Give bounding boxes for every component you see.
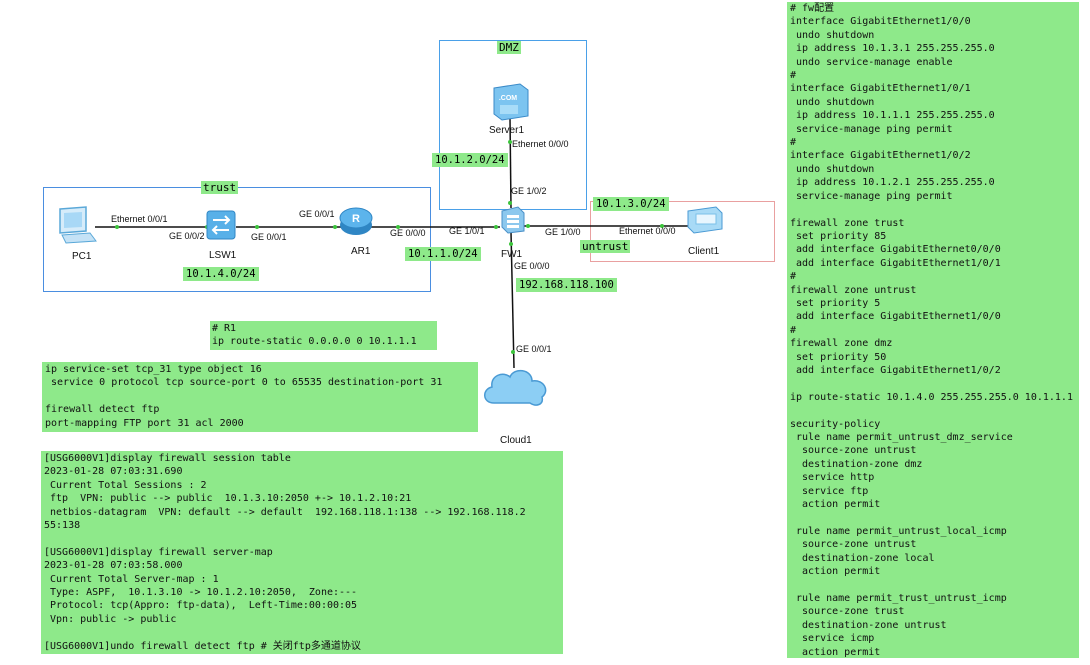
fw1-label: FW1 bbox=[501, 249, 523, 260]
service-config-block: ip service-set tcp_31 type object 16 ser… bbox=[42, 362, 478, 432]
ar1-label: AR1 bbox=[351, 246, 371, 257]
port-label: GE 1/0/2 bbox=[511, 186, 547, 196]
pc1-label: PC1 bbox=[72, 251, 92, 262]
router-icon[interactable]: R bbox=[338, 203, 374, 239]
cloud1-label: Cloud1 bbox=[500, 435, 532, 446]
server-text: .COM bbox=[499, 95, 517, 102]
network-label: 10.1.1.0/24 bbox=[405, 247, 481, 261]
untrust-zone-label: untrust bbox=[580, 240, 631, 253]
port-label: GE 0/0/1 bbox=[299, 209, 335, 219]
port-label: Ethernet 0/0/0 bbox=[619, 226, 676, 236]
client1-label: Client1 bbox=[688, 246, 720, 257]
network-label: 10.1.4.0/24 bbox=[183, 267, 259, 281]
dmz-zone-label: DMZ bbox=[497, 41, 521, 54]
fw-config-block: # fw配置 interface GigabitEthernet1/0/0 un… bbox=[787, 2, 1079, 658]
port-label: Ethernet 0/0/0 bbox=[512, 139, 569, 149]
pc-icon[interactable] bbox=[56, 205, 98, 245]
port-label: GE 1/0/1 bbox=[449, 226, 485, 236]
switch-icon[interactable] bbox=[204, 208, 238, 242]
trust-zone-label: trust bbox=[201, 181, 239, 194]
cloud-icon[interactable] bbox=[480, 363, 552, 411]
port-label: GE 0/0/1 bbox=[516, 344, 552, 354]
port-label: GE 0/0/0 bbox=[514, 261, 550, 271]
svg-text:R: R bbox=[352, 213, 360, 225]
port-label: Ethernet 0/0/1 bbox=[111, 214, 168, 224]
lsw1-label: LSW1 bbox=[209, 250, 237, 261]
client-icon[interactable] bbox=[684, 205, 724, 235]
untrust-zone-box bbox=[590, 201, 775, 262]
r1-config-block: # R1 ip route-static 0.0.0.0 0 10.1.1.1 bbox=[210, 321, 437, 350]
server1-label: Server1 bbox=[489, 125, 525, 136]
network-label: 10.1.2.0/24 bbox=[432, 153, 508, 167]
port-label: GE 0/0/2 bbox=[169, 231, 205, 241]
session-output-block: [USG6000V1]display firewall session tabl… bbox=[41, 451, 563, 654]
network-label: 10.1.3.0/24 bbox=[593, 197, 669, 211]
server-icon[interactable]: .COM bbox=[490, 82, 530, 122]
network-label: 192.168.118.100 bbox=[516, 278, 617, 292]
port-label: GE 0/0/0 bbox=[390, 228, 426, 238]
port-label: GE 1/0/0 bbox=[545, 227, 581, 237]
firewall-icon[interactable] bbox=[498, 205, 526, 235]
port-label: GE 0/0/1 bbox=[251, 232, 287, 242]
